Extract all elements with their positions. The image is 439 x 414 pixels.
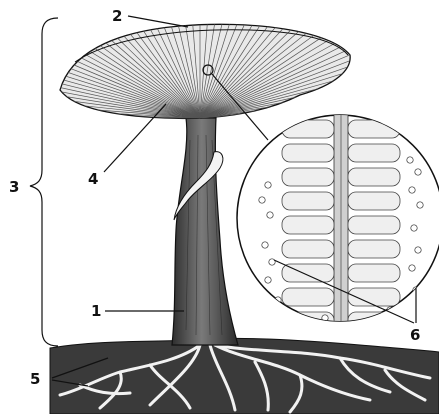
spore <box>411 225 417 231</box>
basidium <box>282 240 334 258</box>
spore <box>267 212 273 218</box>
basidium <box>282 144 334 162</box>
spore <box>409 265 415 271</box>
basidium <box>348 192 400 210</box>
spore <box>262 242 268 248</box>
spore <box>417 202 423 208</box>
spore <box>415 169 421 175</box>
basidium <box>348 144 400 162</box>
basidium <box>348 168 400 186</box>
spore <box>357 322 363 328</box>
basidium <box>282 288 334 306</box>
basidium <box>348 264 400 282</box>
basidium <box>348 240 400 258</box>
basidium <box>282 192 334 210</box>
spore <box>407 157 413 163</box>
label-1: 1 <box>91 302 101 320</box>
spore <box>297 317 303 323</box>
spore <box>409 187 415 193</box>
basidium <box>348 312 400 330</box>
label-4: 4 <box>88 170 98 188</box>
spore <box>265 182 271 188</box>
leader-2 <box>128 16 188 27</box>
bracket-3 <box>30 18 58 346</box>
spore <box>415 247 421 253</box>
label-3: 3 <box>9 178 19 196</box>
basidium <box>282 168 334 186</box>
cap <box>10 8 390 118</box>
basidium <box>282 216 334 234</box>
label-6: 6 <box>410 326 420 344</box>
soil-with-mycelium <box>50 338 439 414</box>
basidium <box>348 216 400 234</box>
spore <box>265 277 271 283</box>
label-5: 5 <box>30 370 40 388</box>
spore <box>259 197 265 203</box>
label-2: 2 <box>112 7 122 25</box>
basidium <box>282 120 334 138</box>
